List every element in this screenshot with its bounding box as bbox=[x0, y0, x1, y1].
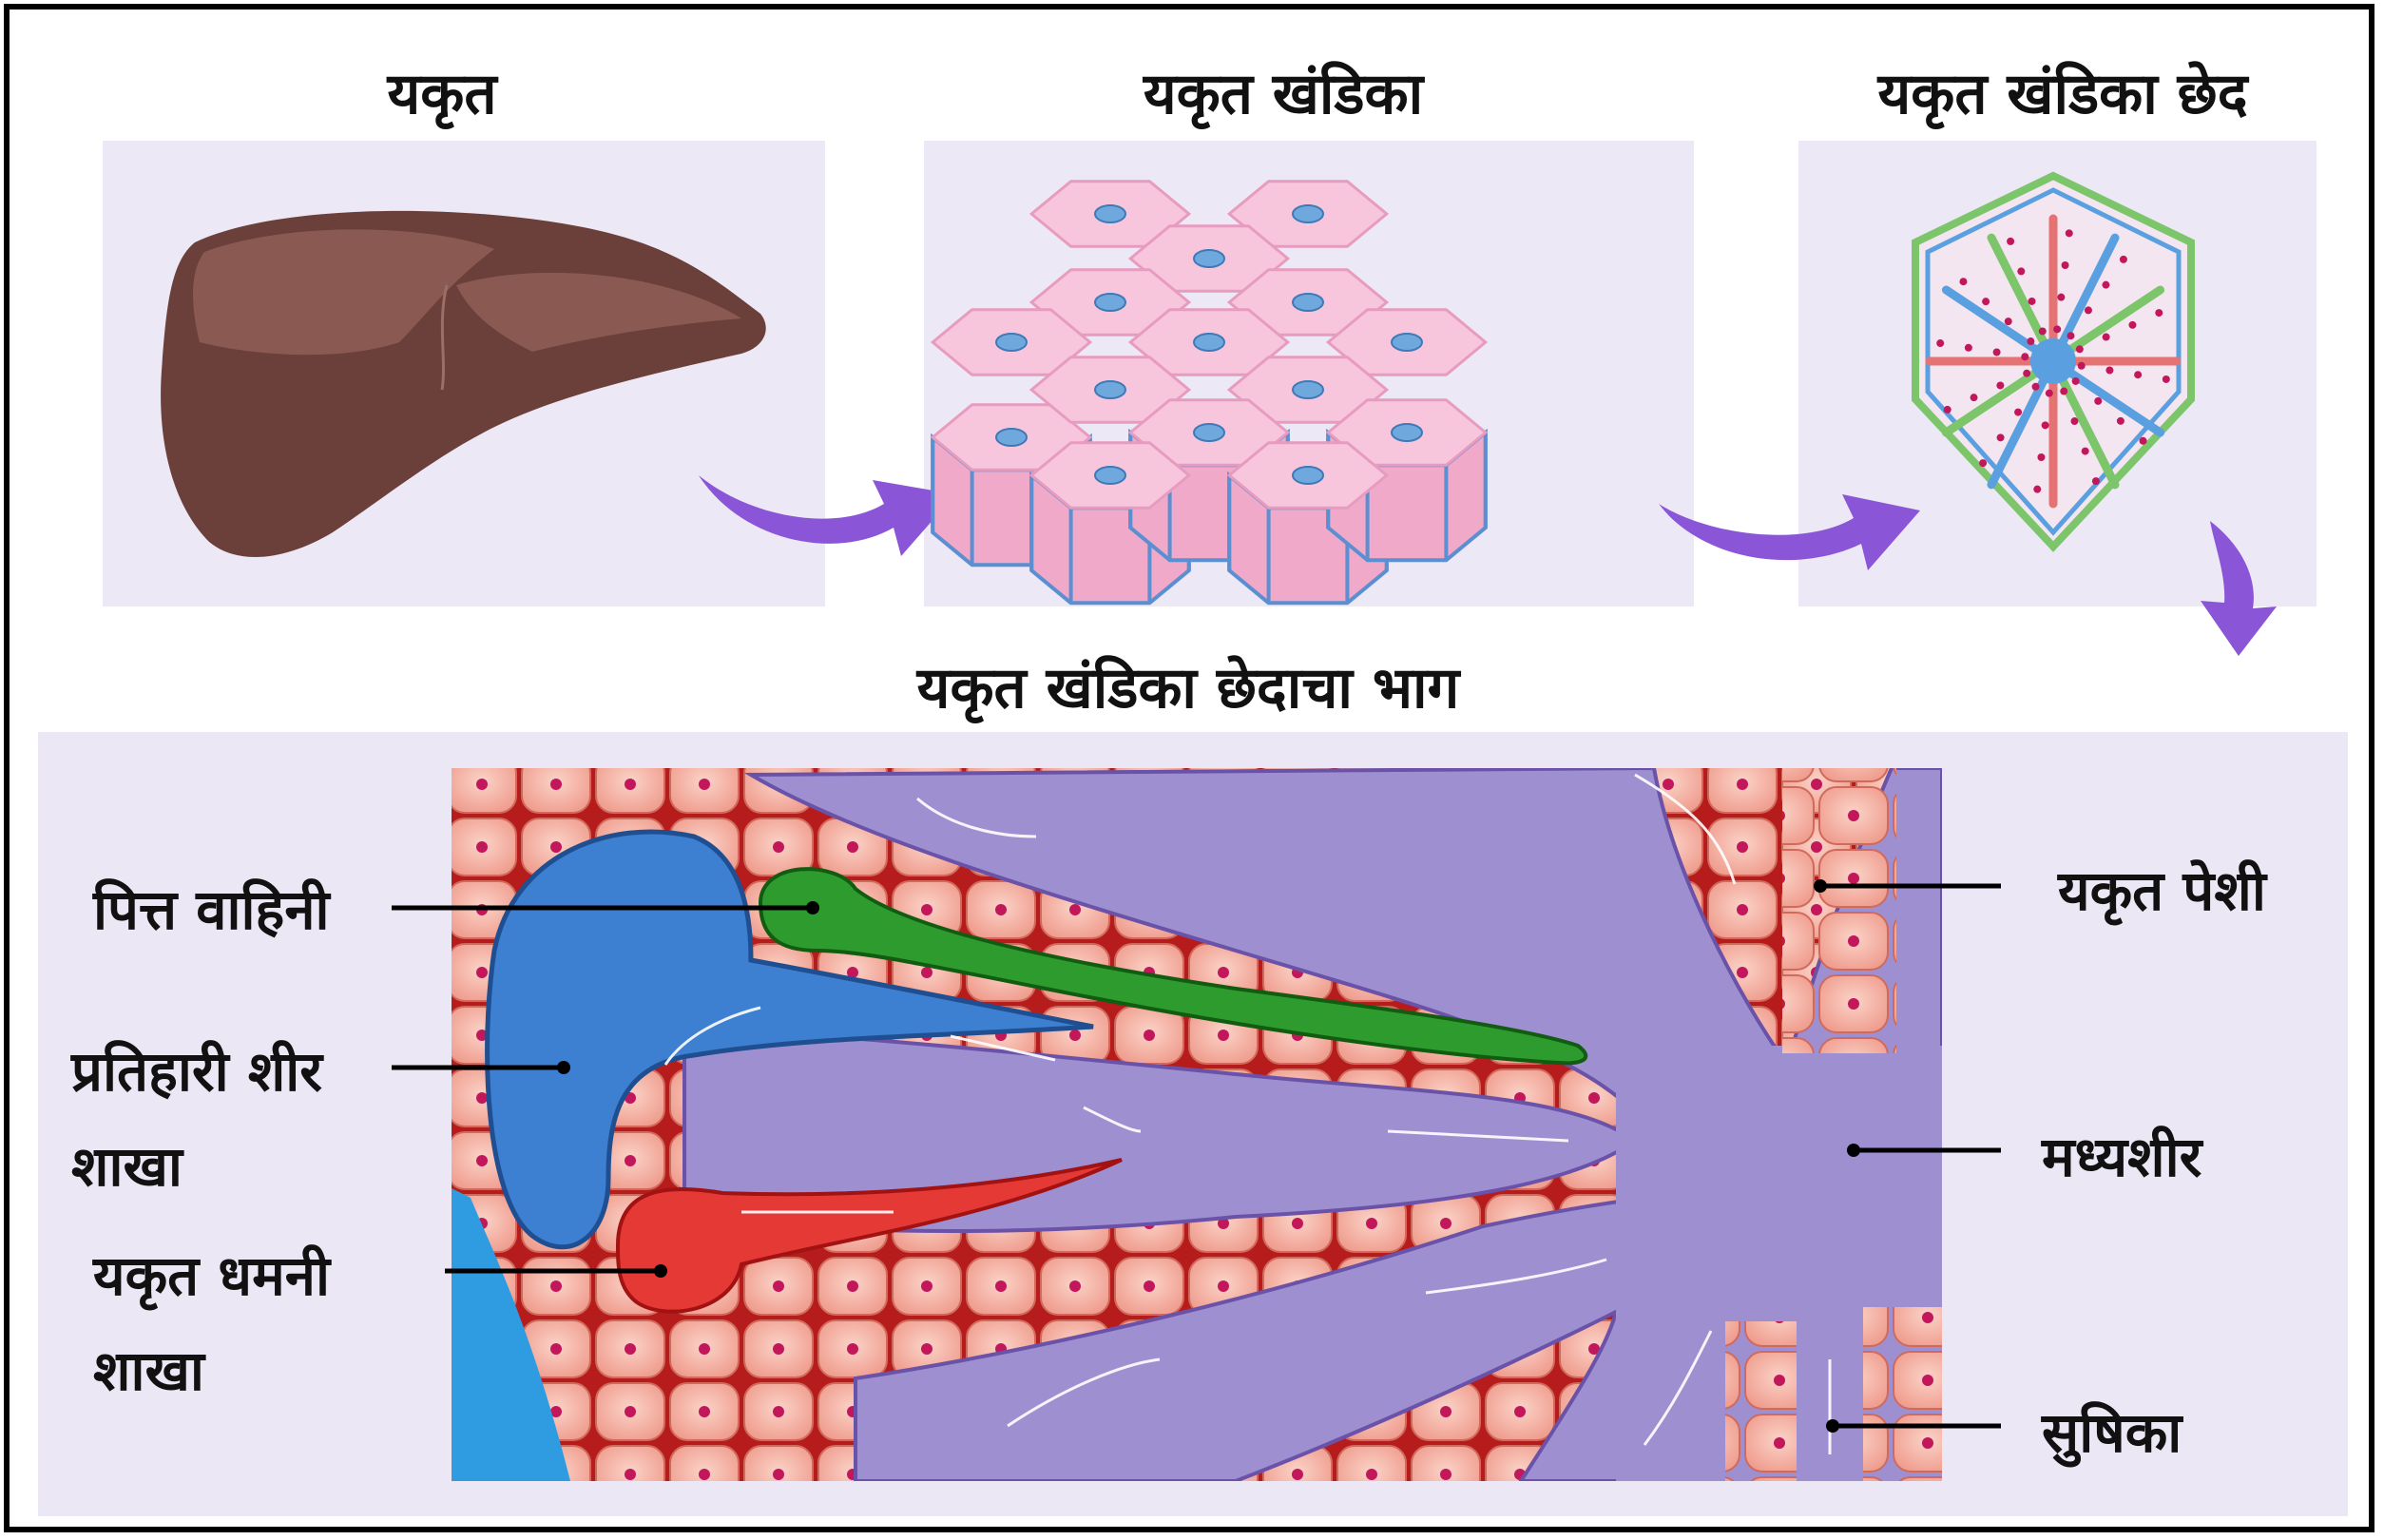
hepatocyte-dot bbox=[1992, 348, 2001, 356]
hepatocyte-dot bbox=[2028, 297, 2036, 305]
hepatocyte-dot bbox=[2038, 327, 2047, 336]
lobule-spoke bbox=[2048, 356, 2120, 490]
hepatocyte-dot bbox=[2077, 361, 2086, 370]
hepatocyte-dot bbox=[2067, 332, 2075, 340]
hepatocyte-dot bbox=[2060, 387, 2068, 395]
central-vein-dot bbox=[1094, 466, 1126, 485]
hepatocyte-dot bbox=[2105, 366, 2114, 375]
hepatocyte-dot bbox=[1959, 278, 1968, 286]
hepatocyte-dot bbox=[1964, 343, 1972, 352]
central-vein-dot bbox=[1094, 204, 1126, 223]
hepatocyte-dot bbox=[2045, 389, 2053, 397]
hepatocyte-dot bbox=[2023, 369, 2031, 377]
liver-illustration bbox=[161, 210, 766, 558]
hepatocyte-dot bbox=[2094, 396, 2103, 405]
hepatocyte-dot bbox=[2033, 485, 2042, 493]
hepatocyte-dot bbox=[2057, 293, 2066, 301]
central-vein-dot bbox=[1193, 423, 1225, 442]
arrow-3 bbox=[2201, 521, 2277, 656]
hepatocyte-dot bbox=[2061, 260, 2069, 269]
hepatocyte-dot bbox=[2027, 337, 2035, 346]
hepatocyte-dot bbox=[1996, 433, 2005, 442]
hepatocyte-dot bbox=[1979, 459, 1988, 468]
sinusoid-label: सुषिका bbox=[2042, 1400, 2182, 1465]
lobule-spoke bbox=[1987, 233, 2058, 366]
central-vein-dot bbox=[995, 333, 1028, 352]
portal-vein-label-2: शाखा bbox=[71, 1134, 183, 1199]
hepatocyte-dot bbox=[2102, 333, 2110, 341]
hepatocyte-dot bbox=[1943, 405, 1951, 414]
central-vein-label: मध्यशीर bbox=[2042, 1125, 2202, 1189]
lobule-spoke bbox=[2048, 233, 2120, 366]
lobule-section-title: यकृत खंडिका छेद bbox=[1877, 61, 2248, 127]
central-vein-dot bbox=[1292, 380, 1324, 399]
liver-title: यकृत bbox=[387, 61, 497, 127]
central-vein-dot bbox=[1094, 293, 1126, 312]
hepatocyte-dot bbox=[2081, 447, 2089, 455]
lobule-title: यकृत खंडिका bbox=[1143, 61, 1424, 127]
hepatocyte-dot bbox=[2007, 237, 2015, 245]
hepatocyte-dot bbox=[2037, 453, 2046, 462]
hepatocyte-dot bbox=[2102, 280, 2110, 289]
hepatocyte-dot bbox=[2119, 255, 2127, 263]
central-vein-dot bbox=[1292, 466, 1324, 485]
hepatocyte-dot bbox=[2065, 229, 2073, 238]
hepatocyte-dot bbox=[2155, 309, 2163, 318]
hepatocyte-dot bbox=[2071, 376, 2080, 385]
hepatocyte-dot bbox=[1936, 339, 1945, 348]
hepatic-artery-label-2: शाखा bbox=[93, 1338, 204, 1403]
hepatocyte-dot bbox=[2004, 318, 2012, 326]
hepatocyte-dot bbox=[1970, 394, 1978, 402]
lobule-section-illustration bbox=[1912, 171, 2195, 552]
lobule-illustration bbox=[930, 180, 1489, 606]
hepatocyte-dot bbox=[1982, 298, 1990, 306]
hepatocyte-dot bbox=[2031, 382, 2040, 391]
hepatocyte-dot bbox=[2075, 345, 2084, 354]
arrow-1 bbox=[699, 475, 955, 556]
hepatocyte-dot bbox=[2139, 436, 2147, 445]
hepatic-artery-label-1: यकृत धमनी bbox=[93, 1243, 331, 1308]
hepatocyte-dot bbox=[2162, 375, 2170, 383]
hepatocyte-dot bbox=[2014, 408, 2023, 416]
leader-lines bbox=[392, 883, 2001, 1429]
portal-vein-label-1: प्रतिहारी शीर bbox=[71, 1039, 323, 1104]
lobule-section-detail bbox=[452, 768, 1942, 1481]
hepatocyte-dot bbox=[2116, 416, 2124, 425]
section-part-title: यकृत खंडिका छेदाचा भाग bbox=[916, 655, 1460, 722]
central-vein-dot bbox=[1292, 204, 1324, 223]
central-vein-dot bbox=[995, 428, 1028, 447]
bile-duct-label: पित्त वाहिनी bbox=[93, 877, 330, 942]
hepatocyte-dot bbox=[2084, 306, 2092, 315]
hepatocyte-dot bbox=[1996, 381, 2005, 390]
hepatocyte-dot bbox=[2134, 371, 2143, 379]
hepatocyte-label: यकृत पेशी bbox=[2058, 858, 2266, 923]
lobule-spoke bbox=[1987, 356, 2058, 490]
arrow-2 bbox=[1659, 494, 1920, 570]
hepatocyte-dot bbox=[2128, 320, 2137, 329]
hepatocyte-dot bbox=[2091, 477, 2100, 486]
hepatocyte-dot bbox=[2053, 325, 2062, 334]
central-vein-dot bbox=[1094, 380, 1126, 399]
central-vein-dot bbox=[1193, 333, 1225, 352]
hepatocyte-dot bbox=[2017, 267, 2026, 276]
central-vein-dot bbox=[1193, 249, 1225, 268]
hepatocyte-dot bbox=[2070, 417, 2079, 426]
hepatocyte-dot bbox=[2021, 353, 2029, 361]
central-vein-dot bbox=[1292, 293, 1324, 312]
central-vein-dot bbox=[1391, 333, 1423, 352]
central-vein-dot bbox=[1391, 423, 1423, 442]
hepatocyte-dot bbox=[2041, 421, 2049, 430]
